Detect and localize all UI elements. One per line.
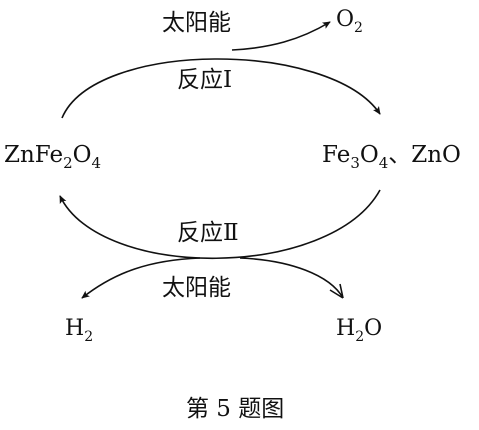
label-reaction-2: 反应Ⅱ (177, 220, 239, 246)
arc-reaction-1 (61, 58, 381, 119)
label-fe3o4-zno: Fe3O4、ZnO (322, 142, 461, 172)
branch-h2o-arrowhead (329, 283, 344, 299)
label-znfe2o4: ZnFe2O4 (4, 142, 101, 172)
branch-h2 (81, 257, 201, 299)
figure-caption: 第 5 题图 (186, 396, 284, 422)
branch-h2o (239, 257, 344, 299)
label-energy-bottom: 太阳能 (162, 275, 231, 301)
label-h2: H2 (65, 316, 93, 345)
arc-reaction-2 (59, 189, 381, 260)
label-reaction-1: 反应Ⅰ (177, 67, 232, 93)
label-energy-top: 太阳能 (162, 10, 231, 36)
label-o2: O2 (336, 7, 363, 36)
label-h2o: H2O (336, 316, 382, 345)
branch-o2 (231, 21, 331, 51)
